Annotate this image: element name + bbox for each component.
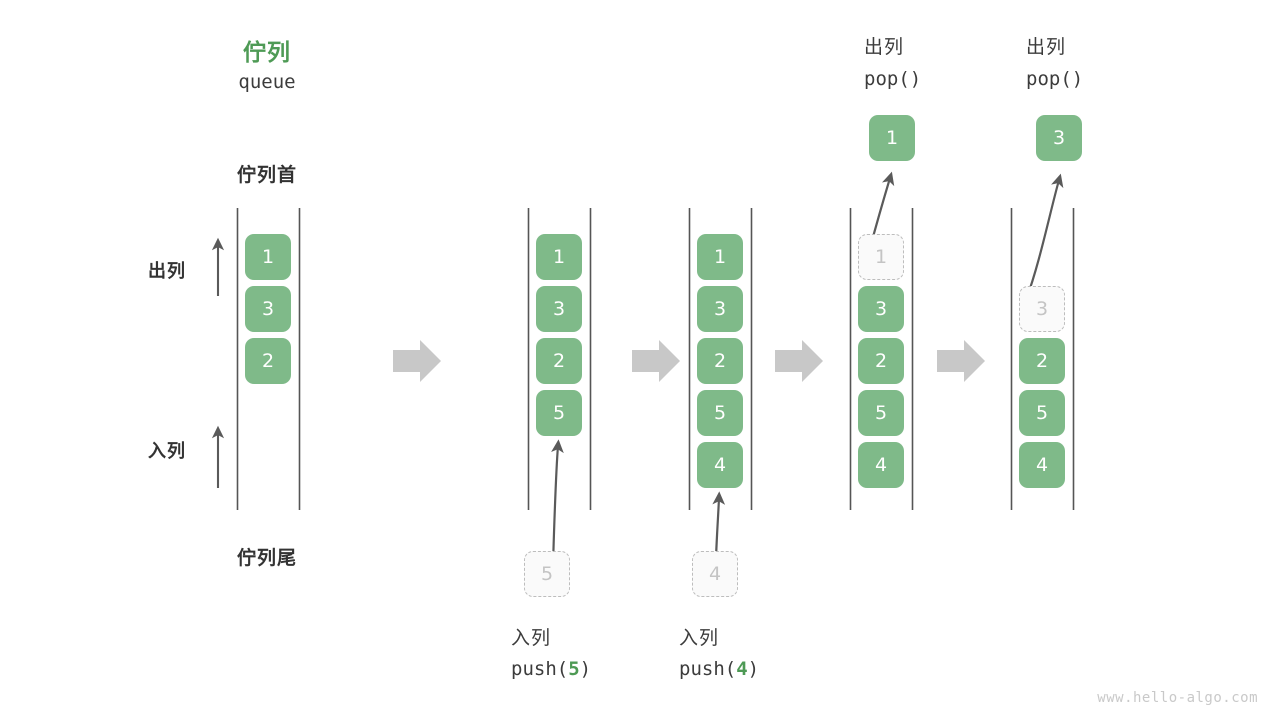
queue-cell: 2	[858, 338, 904, 384]
enqueue-direction-label: 入列	[148, 441, 186, 462]
queue-cell: 5	[697, 390, 743, 436]
push-5-code-prefix: push(	[511, 658, 569, 680]
queue-cell: 2	[536, 338, 582, 384]
push-4-caption-code: push(4)	[679, 658, 759, 680]
pop-3-caption-code: pop()	[1026, 68, 1084, 90]
queue-cell: 4	[1019, 442, 1065, 488]
queue-cell: 5	[1019, 390, 1065, 436]
push-5-code-suffix: )	[579, 658, 592, 680]
push-5-code-arg: 5	[568, 658, 580, 680]
queue-front-label: 佇列首	[236, 164, 297, 186]
push-4-caption-cn: 入列	[679, 627, 720, 649]
queue-cell: 2	[245, 338, 291, 384]
queue-rear-label: 佇列尾	[236, 547, 297, 569]
popped-element: 3	[1036, 115, 1082, 161]
queue-cell-new: 4	[697, 442, 743, 488]
transition-arrow-4	[937, 340, 985, 382]
queue-cell: 3	[858, 286, 904, 332]
queue-cell-ghost: 1	[858, 234, 904, 280]
queue-cell: 3	[536, 286, 582, 332]
queue-cell-ghost: 3	[1019, 286, 1065, 332]
pop-1-caption-code: pop()	[864, 68, 922, 90]
push-5-caption-code: push(5)	[511, 658, 591, 680]
watermark: www.hello-algo.com	[1097, 690, 1258, 706]
transition-arrow-1	[393, 340, 441, 382]
queue-title-cn: 佇列	[243, 40, 291, 66]
push-4-code-prefix: push(	[679, 658, 737, 680]
queue-cell: 1	[536, 234, 582, 280]
transition-arrow-2	[632, 340, 680, 382]
queue-cell: 2	[697, 338, 743, 384]
transition-arrow-3	[775, 340, 823, 382]
queue-rails	[236, 208, 1075, 510]
push-5-caption-cn: 入列	[511, 627, 552, 649]
queue-cell: 1	[697, 234, 743, 280]
pop-1-caption-cn: 出列	[864, 36, 905, 58]
queue-cell-new: 5	[536, 390, 582, 436]
queue-cell: 4	[858, 442, 904, 488]
pop-3-caption-cn: 出列	[1026, 36, 1067, 58]
queue-title-en: queue	[238, 71, 296, 93]
dequeue-direction-label: 出列	[148, 261, 186, 282]
pop-3-arrow	[1024, 173, 1064, 301]
incoming-element-ghost: 5	[524, 551, 570, 597]
queue-cell: 1	[245, 234, 291, 280]
push-4-code-suffix: )	[747, 658, 760, 680]
push-4-code-arg: 4	[736, 658, 748, 680]
incoming-element-ghost: 4	[692, 551, 738, 597]
popped-element: 1	[869, 115, 915, 161]
queue-cell: 5	[858, 390, 904, 436]
queue-cell: 3	[245, 286, 291, 332]
queue-cell: 3	[697, 286, 743, 332]
queue-cell: 2	[1019, 338, 1065, 384]
